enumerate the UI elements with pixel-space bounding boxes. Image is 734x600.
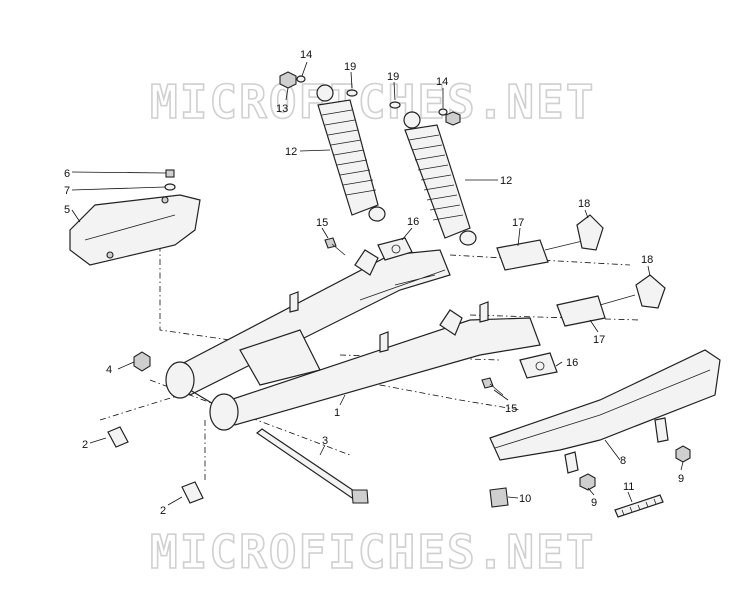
callout-15a: 15 — [316, 217, 328, 229]
shock-absorber-right — [403, 111, 477, 246]
watermark-top: MICROFICHES.NET — [150, 75, 595, 129]
callout-17b: 17 — [593, 334, 605, 346]
callout-9a: 9 — [591, 497, 597, 509]
chain-link — [614, 494, 664, 518]
pivot-axle — [255, 428, 369, 504]
top-hardware — [279, 71, 461, 126]
callout-13: 13 — [276, 103, 288, 115]
adjuster-plates — [576, 214, 666, 309]
screws-9 — [579, 445, 691, 491]
bushings — [107, 426, 204, 504]
shock-absorber-left — [316, 84, 386, 222]
callout-4: 4 — [106, 364, 112, 376]
callout-2a: 2 — [82, 439, 88, 451]
watermark-bottom: MICROFICHES.NET — [150, 525, 595, 579]
pivot-nut — [133, 351, 151, 372]
callout-16b: 16 — [566, 357, 578, 369]
callout-2b: 2 — [160, 505, 166, 517]
callout-16a: 16 — [407, 216, 419, 228]
chain-adjusters — [496, 237, 636, 327]
chain-cover — [69, 194, 201, 266]
plates-16 — [377, 237, 558, 379]
chain-guard — [489, 349, 721, 474]
callout-3: 3 — [322, 435, 328, 447]
pad-10 — [489, 487, 509, 508]
callout-9b: 9 — [678, 473, 684, 485]
callout-17a: 17 — [512, 217, 524, 229]
callout-18b: 18 — [641, 254, 653, 266]
callout-12b: 12 — [500, 175, 512, 187]
swingarm — [165, 249, 541, 431]
callout-11: 11 — [623, 481, 634, 493]
callout-7: 7 — [64, 185, 70, 197]
callout-labels: 1 2 2 3 4 5 6 7 8 9 9 10 11 12 12 13 14 … — [64, 49, 684, 517]
callout-12a: 12 — [285, 146, 297, 158]
callout-10: 10 — [519, 493, 531, 505]
callout-14a: 14 — [300, 49, 312, 61]
callout-19b: 19 — [387, 71, 399, 83]
callout-5: 5 — [64, 204, 70, 216]
callout-14b: 14 — [436, 76, 448, 88]
callout-19a: 19 — [344, 61, 356, 73]
callout-1: 1 — [334, 407, 340, 419]
callout-leaders — [71, 61, 684, 506]
callout-15b: 15 — [505, 403, 517, 415]
callout-18a: 18 — [578, 198, 590, 210]
bolts-15 — [324, 237, 504, 396]
callout-8: 8 — [620, 455, 626, 467]
callout-6: 6 — [64, 168, 70, 180]
cover-screws — [164, 169, 176, 191]
